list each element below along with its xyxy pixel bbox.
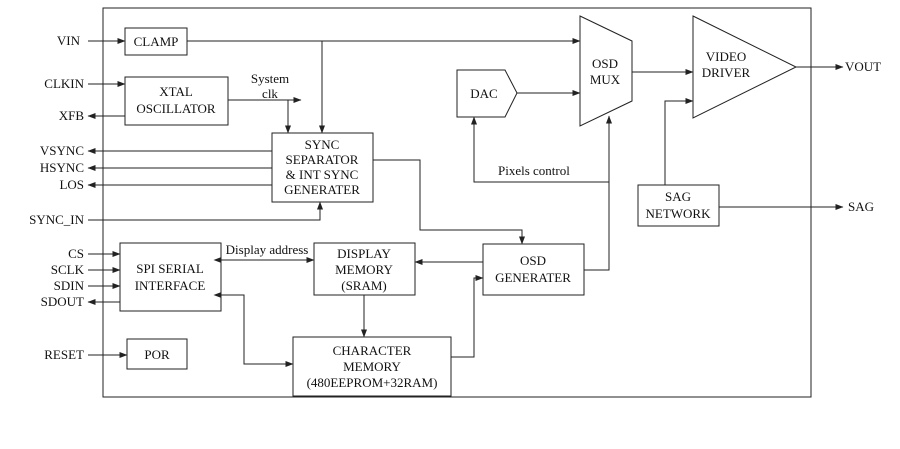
video-driver-label-line2: DRIVER: [702, 65, 751, 80]
sag-to-driver-wire: [664, 98, 694, 185]
pixels-control-wire: [471, 116, 609, 183]
sync-separator-block: SYNC SEPARATOR & INT SYNC GENERATER: [271, 132, 374, 203]
sync-label-line2: SEPARATOR: [286, 152, 359, 167]
clamp-label: CLAMP: [134, 34, 179, 49]
osd-mux-label-line1: OSD: [592, 56, 618, 71]
pin-vin: VIN: [57, 33, 81, 48]
pin-cs: CS: [68, 246, 84, 261]
spi-to-char-memory-wire: [213, 292, 294, 367]
sync-label-line4: GENERATER: [284, 182, 360, 197]
xtal-label-line1: XTAL: [159, 84, 193, 99]
display-memory-label-line1: DISPLAY: [337, 246, 391, 261]
chip-boundary: [102, 7, 812, 398]
char-memory-label-line3: (480EEPROM+32RAM): [307, 375, 438, 390]
xtal-label-line2: OSCILLATOR: [136, 101, 216, 116]
pin-hsync: HSYNC: [40, 160, 84, 175]
pin-vout: VOUT: [845, 59, 881, 74]
system-clk-label-line1: System: [251, 71, 289, 86]
pin-reset: RESET: [44, 347, 84, 362]
char-memory-label-line2: MEMORY: [343, 359, 401, 374]
sync-to-osd-generater-wire: [373, 159, 525, 245]
video-driver-label-line1: VIDEO: [706, 49, 746, 64]
pixels-control-label: Pixels control: [498, 163, 570, 178]
annotations: System clk Pixels control Display addres…: [226, 71, 571, 257]
dac-label: DAC: [470, 86, 497, 101]
video-driver-block: VIDEO DRIVER: [692, 15, 798, 119]
por-label: POR: [144, 347, 170, 362]
sync-label-line1: SYNC: [305, 137, 340, 152]
pin-clkin: CLKIN: [44, 76, 84, 91]
osd-generater-to-mux-wire: [584, 115, 612, 271]
sync-label-line3: & INT SYNC: [286, 167, 359, 182]
pin-vsync: VSYNC: [40, 143, 84, 158]
xtal-oscillator-block: XTAL OSCILLATOR: [124, 76, 229, 126]
pin-xfb: XFB: [59, 108, 85, 123]
sag-network-label-line1: SAG: [665, 189, 691, 204]
pin-sdout: SDOUT: [41, 294, 84, 309]
connections: [87, 38, 844, 367]
osd-mux-block: OSD MUX: [579, 15, 633, 127]
display-memory-label-line2: MEMORY: [335, 262, 393, 277]
sag-network-block: SAG NETWORK: [637, 184, 720, 227]
pin-sync-in: SYNC_IN: [29, 212, 85, 227]
osd-generater-label-line2: GENERATER: [495, 270, 571, 285]
spi-label-line2: INTERFACE: [135, 278, 206, 293]
display-memory-block: DISPLAY MEMORY (SRAM): [313, 242, 416, 296]
char-memory-label-line1: CHARACTER: [333, 343, 412, 358]
pin-sclk: SCLK: [51, 262, 85, 277]
character-memory-block: CHARACTER MEMORY (480EEPROM+32RAM): [292, 336, 452, 397]
system-clk-label-line2: clk: [262, 86, 278, 101]
osd-mux-label-line2: MUX: [590, 72, 621, 87]
dac-block: DAC: [456, 69, 518, 118]
pin-sdin: SDIN: [54, 278, 85, 293]
osd-generater-label-line1: OSD: [520, 253, 546, 268]
display-address-label: Display address: [226, 242, 309, 257]
spi-label-line1: SPI SERIAL: [136, 261, 204, 276]
display-memory-label-line3: (SRAM): [341, 278, 387, 293]
clamp-block: CLAMP: [124, 27, 188, 56]
sag-network-label-line2: NETWORK: [646, 206, 712, 221]
char-memory-to-osd-generater-wire: [451, 275, 484, 358]
por-block: POR: [126, 338, 188, 370]
pin-sag: SAG: [848, 199, 874, 214]
sync-in-wire: [88, 201, 323, 221]
pin-labels: VIN CLKIN XFB VSYNC HSYNC LOS SYNC_IN CS…: [29, 33, 881, 362]
spi-serial-interface-block: SPI SERIAL INTERFACE: [119, 242, 222, 312]
pin-los: LOS: [59, 177, 84, 192]
osd-generater-block: OSD GENERATER: [482, 243, 585, 296]
